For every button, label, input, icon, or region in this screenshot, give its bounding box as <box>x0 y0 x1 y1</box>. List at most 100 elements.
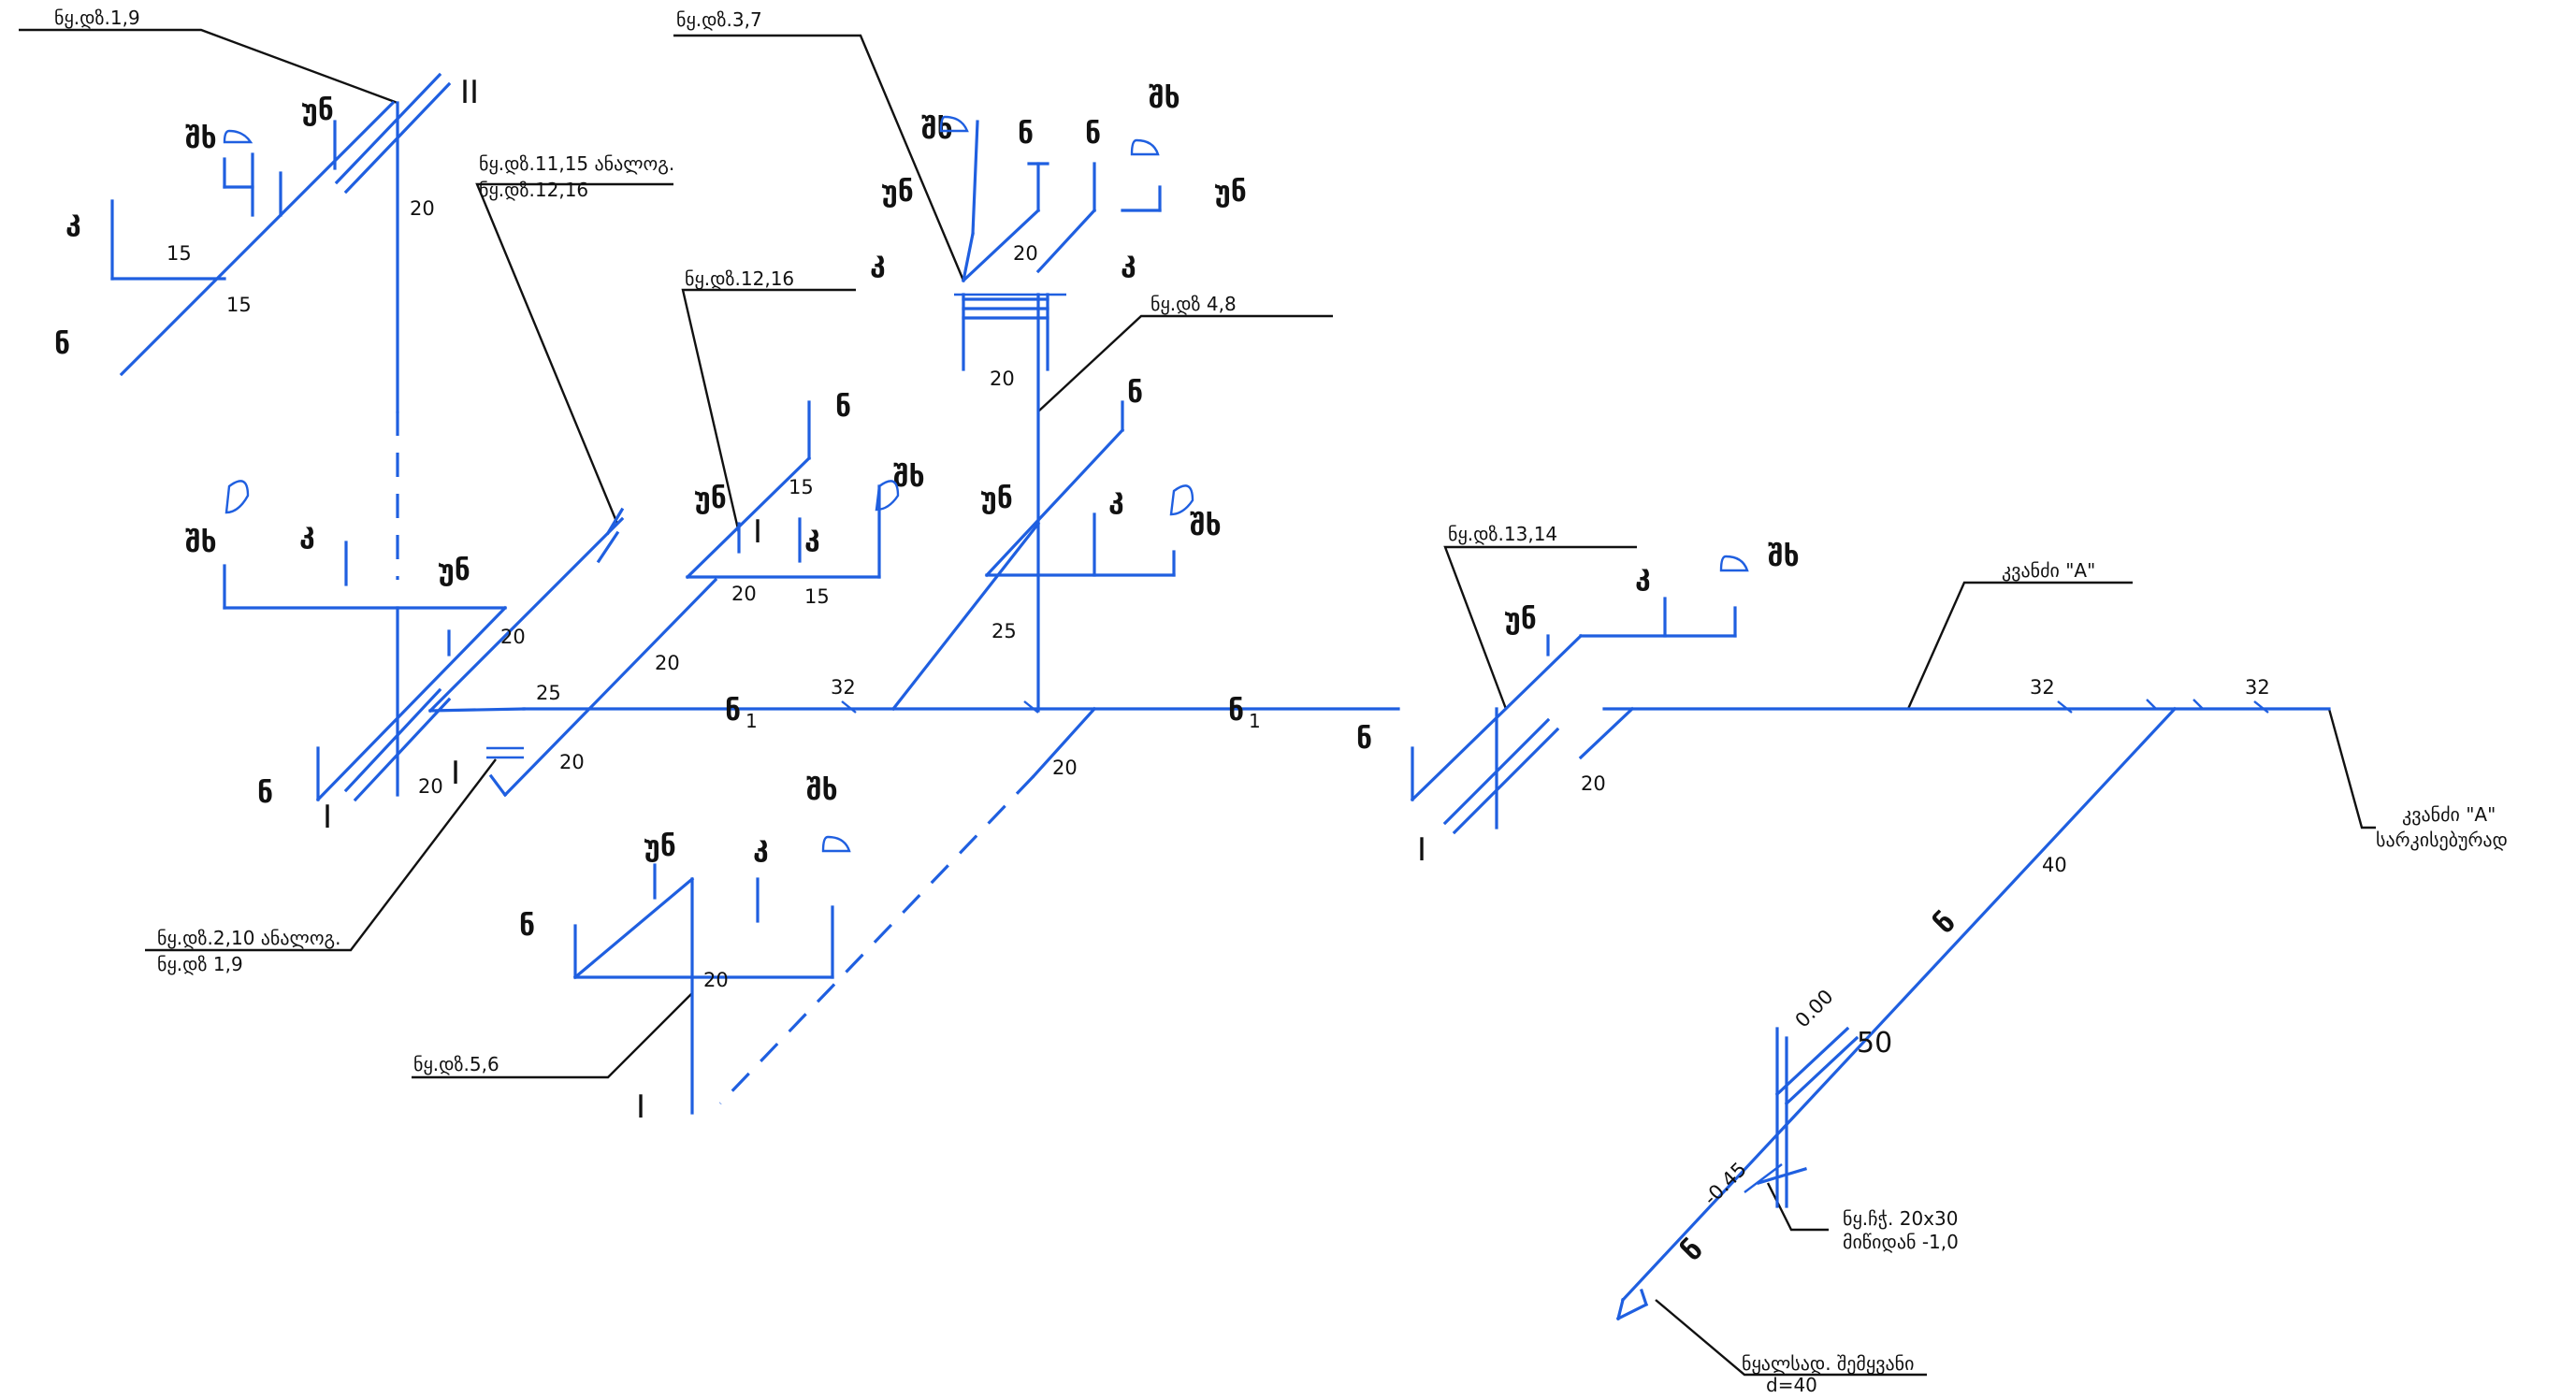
callout-9a: ნყ.დზ.2,10 ანალოგ. <box>157 927 341 949</box>
fixture-sh: შხ <box>185 526 217 559</box>
fixture-k: კ <box>299 517 315 550</box>
callout-12a: ნყალსად. შემყვანი <box>1742 1352 1914 1375</box>
fixture-sh: შხ <box>921 113 953 146</box>
dim-20: 20 <box>410 197 435 220</box>
dim-32: 32 <box>2245 676 2270 699</box>
callout-11b: მიწიდან -1,0 <box>1843 1231 1959 1253</box>
shower-icon <box>875 480 900 512</box>
dim-20: 20 <box>1052 757 1078 779</box>
dim-20: 20 <box>990 368 1015 390</box>
dim-20: 20 <box>655 652 680 674</box>
callout-labels: ნყ.დზ.1,9 ნყ.დზ.11,15 ანალოგ. ნყ.დზ.12,1… <box>54 7 2508 1396</box>
fixture-n: ნ <box>835 391 851 424</box>
fixture-sh: შხ <box>1149 82 1180 115</box>
callout-11a: ნყ.ჩჭ. 20x30 <box>1843 1207 1958 1230</box>
callout-7: კვანძი "A" <box>2002 559 2095 582</box>
pipe-network <box>110 72 2331 1321</box>
riser-two: II <box>460 74 479 111</box>
fixture-n: ნ <box>1018 118 1034 151</box>
callout-6: ნყ.დზ.13,14 <box>1448 523 1557 545</box>
main-pipe-sub: 1 <box>745 710 758 732</box>
leader-lines <box>19 28 2376 1377</box>
fixture-n: ნ <box>1356 723 1372 756</box>
fixture-sh: შხ <box>893 461 925 494</box>
callout-8b: სარკისებურად <box>2376 829 2508 851</box>
fixture-n: ნ <box>1127 377 1143 410</box>
dim-20: 20 <box>1013 242 1038 265</box>
dim-20: 20 <box>500 626 526 648</box>
fixture-n: ნ <box>54 328 70 361</box>
dim-20: 20 <box>559 751 585 773</box>
main-pipe-label: ნ <box>1675 1233 1710 1268</box>
fixture-k: კ <box>1108 483 1124 515</box>
fixture-un: უნ <box>980 483 1013 515</box>
fixture-un: უნ <box>881 176 914 209</box>
dim-15: 15 <box>226 294 252 316</box>
fixture-k: კ <box>753 830 769 863</box>
dim-50: 50 <box>1857 1027 1892 1060</box>
level-zero: 0.00 <box>1791 985 1838 1031</box>
dim-32: 32 <box>831 676 856 699</box>
fixture-sh: შხ <box>806 774 838 807</box>
callout-12b: d=40 <box>1766 1374 1817 1394</box>
callout-3: ნყ.დზ.12,16 <box>685 267 794 290</box>
main-pipe-sub: 1 <box>1249 710 1261 732</box>
shower-icon <box>821 835 851 853</box>
riser-one: I <box>451 755 460 792</box>
level-minus: -0.45 <box>1700 1158 1751 1209</box>
callout-4: ნყ.დზ.3,7 <box>676 8 762 31</box>
fixture-n: ნ <box>257 777 273 810</box>
dim-25: 25 <box>991 620 1017 642</box>
dim-20: 20 <box>1581 772 1606 795</box>
dim-20: 20 <box>703 969 729 991</box>
riser-one: I <box>753 513 762 551</box>
riser-one: I <box>1417 831 1426 869</box>
callout-2b: ნყ.დზ.12,16 <box>479 179 588 201</box>
fixture-sh: შხ <box>1190 510 1222 542</box>
shower-icon <box>224 480 250 514</box>
fixture-n: ნ <box>519 910 535 943</box>
main-pipe-label: ნ <box>1928 906 1962 941</box>
fixture-codes: შხ უნ კ ნ შხ კ უნ ნ ნ უნ კ შხ შხ ნ ნ შხ … <box>54 82 1800 943</box>
fixture-k: კ <box>1635 559 1651 592</box>
fixture-un: უნ <box>438 555 470 587</box>
fixture-un: უნ <box>694 483 727 515</box>
dimension-ticks <box>841 699 2269 714</box>
riser-labels: II I I I I I <box>323 74 1426 1126</box>
callout-10: ნყ.დზ.5,6 <box>413 1053 499 1075</box>
dim-15: 15 <box>804 585 830 608</box>
fixture-sh: შხ <box>1768 541 1800 573</box>
shower-icon <box>939 115 969 133</box>
fixture-k: კ <box>65 205 81 238</box>
shower-icon <box>223 129 253 144</box>
fixture-symbols <box>223 115 1749 853</box>
fixture-un: უნ <box>301 94 334 127</box>
dim-40: 40 <box>2042 854 2067 876</box>
main-pipe-label: ნ <box>1228 695 1244 728</box>
dim-25: 25 <box>536 682 561 704</box>
shower-icon <box>1169 484 1194 516</box>
main-pipe-label: ნ <box>725 695 741 728</box>
callout-9b: ნყ.დზ 1,9 <box>157 953 243 975</box>
shower-icon <box>1130 138 1160 156</box>
callout-5: ნყ.დზ 4,8 <box>1151 293 1237 315</box>
callout-8a: კვანძი "A" <box>2402 803 2496 826</box>
riser-one: I <box>636 1089 645 1126</box>
shower-icon <box>1719 555 1749 572</box>
fixture-un: უნ <box>644 830 676 863</box>
dim-20: 20 <box>731 583 757 605</box>
callout-1: ნყ.დზ.1,9 <box>54 7 140 29</box>
riser-one: I <box>323 799 332 836</box>
fixture-sh: შხ <box>185 123 217 155</box>
dim-15: 15 <box>166 242 192 265</box>
fixture-k: კ <box>870 246 886 279</box>
fixture-k: კ <box>804 520 820 553</box>
callout-2a: ნყ.დზ.11,15 ანალოგ. <box>479 152 674 175</box>
dim-15: 15 <box>789 476 814 498</box>
dimension-labels: 20 15 15 20 25 20 20 20 15 20 15 32 25 2… <box>166 197 2270 1210</box>
dim-20: 20 <box>418 775 443 798</box>
dim-32: 32 <box>2030 676 2055 699</box>
fixture-un: უნ <box>1214 176 1247 209</box>
fixture-k: კ <box>1121 246 1136 279</box>
